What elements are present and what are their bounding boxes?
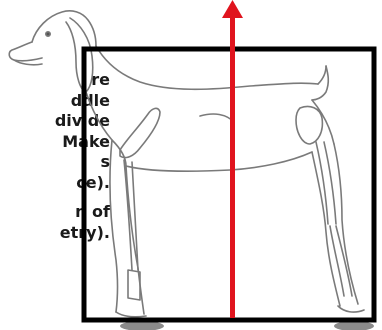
dog-outline-illustration — [9, 11, 364, 317]
arrow-up-icon — [222, 0, 243, 18]
